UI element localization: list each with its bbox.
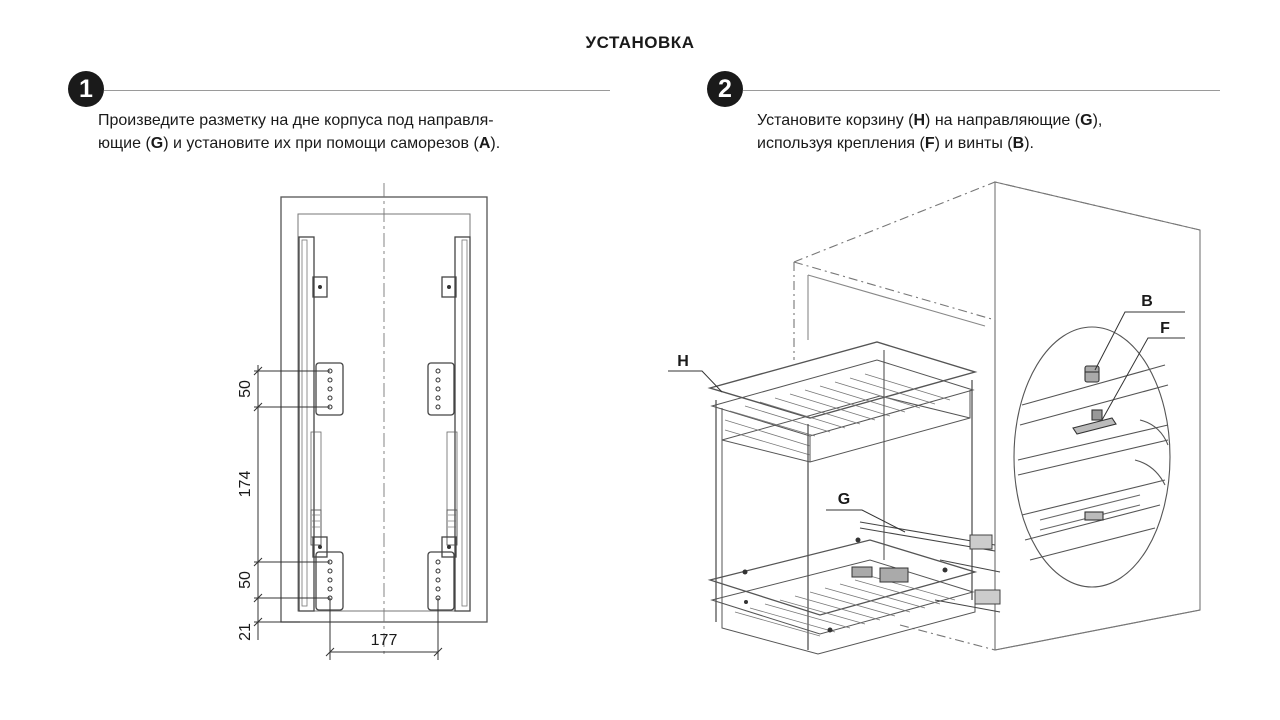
leader-f	[1101, 337, 1185, 421]
right-runner-g	[446, 236, 471, 612]
step-1-divider	[104, 90, 610, 91]
leader-b	[1094, 311, 1185, 371]
callout-leaders	[668, 311, 1185, 533]
step-2-text: ),	[1092, 112, 1103, 129]
step-2-text: ) и винты (	[934, 135, 1013, 152]
dimension-lines	[254, 365, 439, 660]
callout-g-label: G	[838, 491, 850, 508]
step-1-text: ).	[490, 135, 501, 152]
upper-tier-rim	[707, 341, 978, 419]
step-2-divider	[743, 90, 1220, 91]
dimension-ticks	[253, 366, 443, 657]
step-1-badge: 1	[68, 71, 104, 107]
step-2-line-1: Установите корзину (H) на направляющие (…	[757, 109, 1237, 132]
step-1-instructions: Произведите разметку на дне корпуса под …	[98, 109, 628, 155]
runners-g	[859, 521, 1001, 613]
step-1-ref-a: A	[478, 135, 491, 152]
step-2-ref-b: B	[1012, 135, 1025, 152]
dimension-174: 174	[237, 471, 254, 498]
step-1-text: ) и установите их при помощи саморезов (	[163, 135, 479, 152]
leader-g	[826, 509, 906, 533]
step-1-line-2: ющие (G) и установите их при помощи само…	[98, 132, 628, 155]
dimension-21: 21	[237, 623, 254, 641]
cabinet-top-view	[280, 183, 488, 655]
detail-circle	[1013, 326, 1171, 588]
cabinet-top-dashed	[793, 181, 1201, 263]
step-2-text: ) на направляющие (	[925, 112, 1081, 129]
callout-f-label: F	[1160, 320, 1170, 337]
detail-magnifier	[1013, 326, 1171, 588]
step-1-ref-g: G	[150, 135, 164, 152]
dimension-50-top: 50	[237, 380, 254, 398]
cabinet-isometric	[793, 181, 1201, 651]
dimension-177: 177	[371, 632, 398, 649]
screw-holes	[327, 368, 441, 601]
wire-basket-h	[707, 341, 1001, 655]
step-1-line-1: Произведите разметку на дне корпуса под …	[98, 112, 494, 129]
right-rear-bracket	[441, 276, 457, 298]
callout-b-label: B	[1141, 293, 1153, 310]
step-2-text: используя крепления (	[757, 135, 925, 152]
left-rear-bracket	[312, 276, 328, 298]
step-2-text: Установите корзину (	[757, 112, 914, 129]
step-2-instructions: Установите корзину (H) на направляющие (…	[757, 109, 1237, 155]
left-upper-plate	[315, 362, 344, 416]
page-title: УСТАНОВКА	[585, 33, 695, 52]
callout-h-label: H	[677, 353, 689, 370]
step-2-line-2: используя крепления (F) и винты (B).	[757, 132, 1237, 155]
right-lower-plate	[427, 551, 455, 611]
step-2-badge: 2	[707, 71, 743, 107]
dimension-50-bottom: 50	[237, 571, 254, 589]
screw-b-icon	[1084, 365, 1100, 383]
right-upper-plate	[427, 362, 455, 416]
step-2-ref-g: G	[1080, 112, 1093, 129]
step-2-ref-f: F	[924, 135, 935, 152]
step-2-ref-h: H	[913, 112, 926, 129]
bracket-f-icon	[1072, 417, 1117, 435]
step-1-text: ющие (	[98, 135, 151, 152]
lower-tier-rim	[707, 539, 978, 616]
leader-h	[668, 370, 723, 393]
left-runner-g	[298, 236, 322, 612]
step-2-text: ).	[1024, 135, 1034, 152]
